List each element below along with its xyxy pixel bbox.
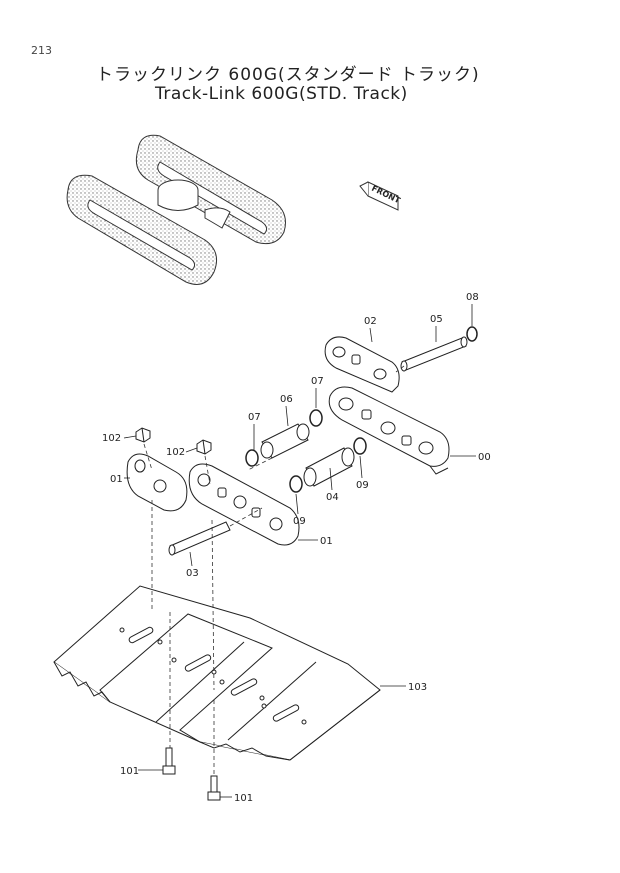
assembly-guide-lines — [143, 365, 405, 776]
callout-06: 06 — [280, 394, 293, 405]
leader-lines — [123, 304, 476, 798]
link-00 — [328, 386, 450, 475]
link-01-left — [126, 453, 188, 512]
callout-101-right: 101 — [234, 793, 253, 804]
callout-102-left: 102 — [102, 433, 121, 444]
link-01-right — [188, 463, 300, 546]
spacer-09-right — [353, 437, 367, 455]
seal-07-lower — [245, 449, 259, 467]
title-english: Track-Link 600G(STD. Track) — [155, 84, 408, 104]
callout-08: 08 — [466, 292, 479, 303]
callout-103: 103 — [408, 682, 427, 693]
callout-09-left: 09 — [293, 516, 306, 527]
track-shoes-103 — [53, 585, 381, 761]
callout-101-left: 101 — [120, 766, 139, 777]
callout-01-right: 01 — [320, 536, 333, 547]
front-indicator: FRONT — [359, 181, 402, 211]
callout-102-right: 102 — [166, 447, 185, 458]
track-assembly-overview — [66, 134, 286, 285]
bolt-101-left — [162, 747, 176, 775]
callout-07-upper: 07 — [311, 376, 324, 387]
callout-07-lower: 07 — [248, 412, 261, 423]
nut-102-left — [135, 427, 151, 443]
callout-01-left: 01 — [110, 474, 123, 485]
callout-03: 03 — [186, 568, 199, 579]
callout-04: 04 — [326, 492, 339, 503]
callout-02: 02 — [364, 316, 377, 327]
spacer-09-left — [289, 475, 303, 493]
bolt-101-right — [207, 775, 221, 801]
pin-05 — [400, 336, 468, 372]
nut-102-right — [196, 439, 212, 455]
link-02 — [324, 336, 400, 393]
page-number: 213 — [31, 44, 52, 57]
snap-ring-08 — [466, 326, 478, 342]
callout-05: 05 — [430, 314, 443, 325]
callout-labels: 08 02 05 07 06 07 102 102 00 01 09 09 04… — [102, 292, 491, 804]
bushing-06 — [260, 423, 310, 459]
bushing-04 — [303, 447, 355, 487]
title-japanese: トラックリンク 600G(スタンダード トラック) — [96, 65, 480, 85]
callout-00: 00 — [478, 452, 491, 463]
pin-03 — [168, 521, 231, 556]
seal-07-upper — [309, 409, 323, 427]
callout-09-right: 09 — [356, 480, 369, 491]
